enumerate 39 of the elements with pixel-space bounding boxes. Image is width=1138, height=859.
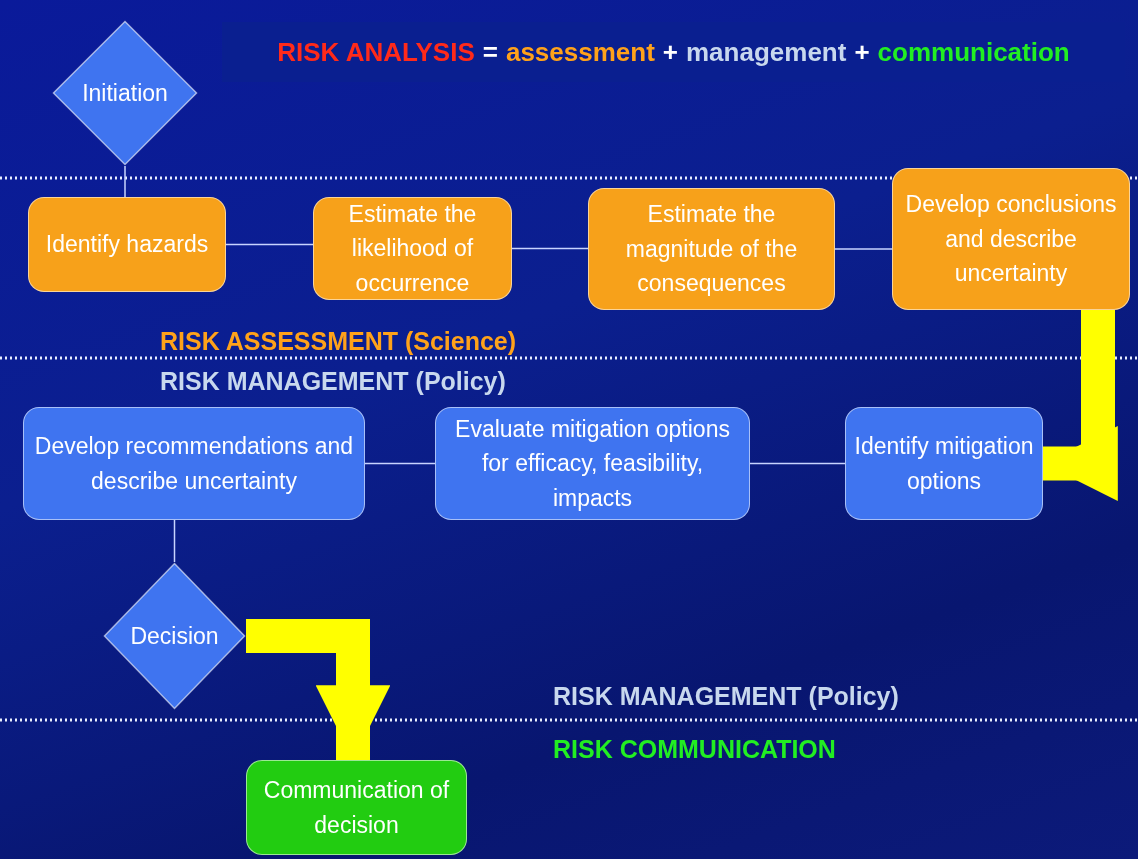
node-label: Decision [130, 621, 219, 651]
process-box [28, 197, 226, 292]
decision-diamond [52, 20, 198, 166]
node-label: Develop recommendations and describe uncertainty [33, 432, 355, 496]
process-box [246, 760, 467, 855]
title-text: = [482, 36, 498, 68]
node-label: Evaluate mitigation options for efficacy, feasibility, impacts [454, 414, 731, 513]
title-text: RISK ANALYSIS [277, 36, 475, 68]
arrow [1043, 310, 1118, 501]
process-box [845, 407, 1043, 520]
title-text: management [686, 36, 847, 68]
node-label: Estimate the likelihood of occurrence [347, 199, 478, 298]
title-text: assessment [505, 36, 655, 68]
connector-line [173, 519, 176, 563]
process-box [892, 168, 1130, 310]
node-label: Communication of decision [262, 776, 451, 840]
node-label: Identify mitigation options [854, 432, 1034, 496]
node-label: Identify hazards [45, 230, 209, 260]
process-box [435, 407, 750, 520]
process-box [588, 188, 835, 310]
process-box [23, 407, 365, 520]
connector-line [511, 247, 589, 250]
decision-diamond [103, 562, 246, 710]
node-label: Initiation [82, 78, 168, 108]
connector-line [225, 243, 314, 246]
section-label: RISK COMMUNICATION [553, 735, 836, 764]
title-text: + [662, 36, 678, 68]
node-label: Develop conclusions and describe uncertainty [904, 190, 1118, 289]
process-box [313, 197, 512, 300]
connector-line [124, 165, 126, 198]
title-text: communication [877, 36, 1070, 68]
section-label: RISK MANAGEMENT (Policy) [553, 682, 899, 711]
connector-line [834, 248, 893, 250]
connector-line [749, 462, 846, 465]
connector-line [364, 462, 436, 465]
title-text: + [854, 36, 870, 68]
section-label: RISK MANAGEMENT (Policy) [160, 367, 506, 396]
node-label: Estimate the magnitude of the consequences [624, 200, 799, 299]
section-label: RISK ASSESSMENT (Science) [160, 327, 517, 356]
